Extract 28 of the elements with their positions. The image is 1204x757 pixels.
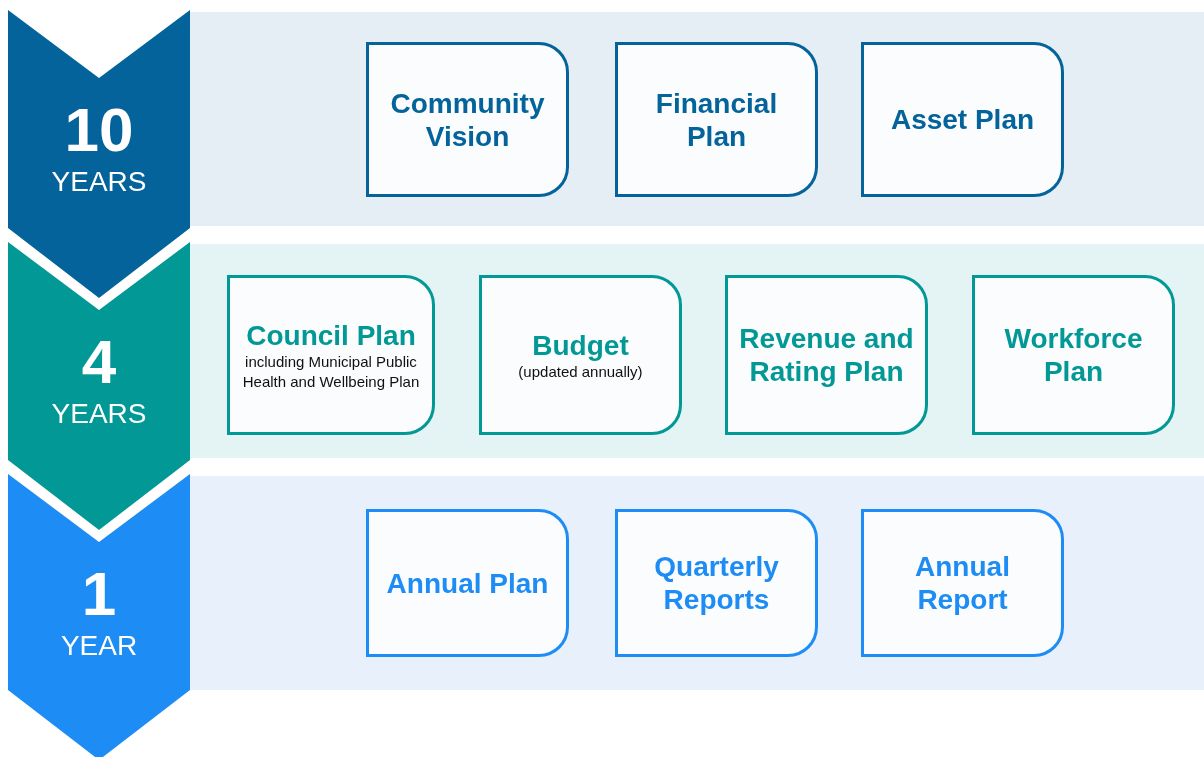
plan-note: (updated annually): [518, 361, 643, 382]
plan-note: including Municipal Public Health and Wellbeing Plan: [241, 351, 421, 392]
plan-box: [366, 509, 569, 657]
plan-title: Annual Plan: [386, 566, 549, 600]
plan-box: [615, 42, 818, 197]
year-number: 10: [64, 98, 134, 162]
plan-title: Budget: [532, 328, 629, 362]
plan-box: [972, 275, 1175, 435]
plan-box: [861, 42, 1064, 197]
plan-box: [615, 509, 818, 657]
plan-title: Revenue and Rating Plan: [738, 322, 915, 388]
plan-box: [725, 275, 928, 435]
plan-title: Quarterly Reports: [653, 550, 780, 616]
plan-box: [366, 42, 569, 197]
plan-title: Financial Plan: [654, 86, 779, 153]
plan-title: Asset Plan: [890, 103, 1035, 136]
plan-box: [227, 275, 435, 435]
year-unit: YEAR: [60, 630, 138, 662]
plan-box: [479, 275, 682, 435]
year-unit: YEARS: [51, 166, 147, 198]
year-number: 4: [81, 330, 117, 394]
plan-box: [861, 509, 1064, 657]
plan-title: Council Plan: [246, 318, 416, 352]
plan-title: Annual Report: [914, 550, 1011, 616]
year-number: 1: [81, 562, 117, 626]
plan-title: Community Vision: [389, 86, 546, 153]
year-unit: YEARS: [51, 398, 147, 430]
plan-title: Workforce Plan: [1003, 322, 1144, 388]
